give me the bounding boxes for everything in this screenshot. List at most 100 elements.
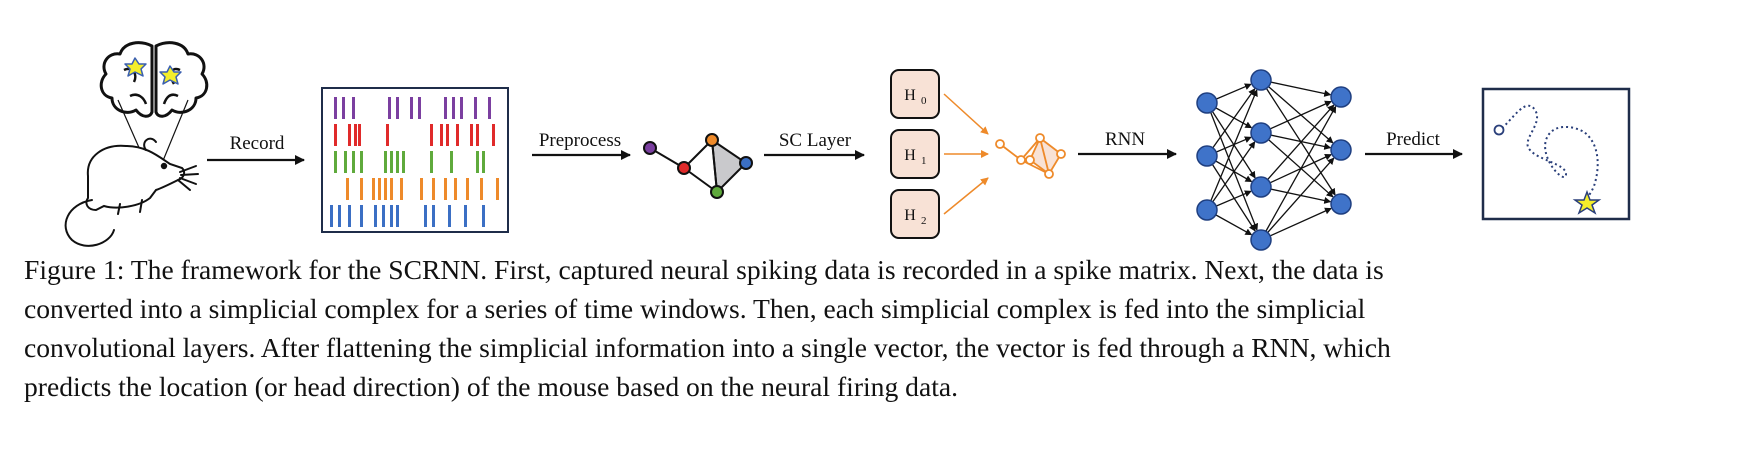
spike-mark xyxy=(354,124,357,146)
spike-mark xyxy=(400,178,403,200)
spike-mark xyxy=(410,97,413,119)
rnn-node xyxy=(1330,139,1352,161)
spike-mark xyxy=(352,97,355,119)
simplicial-complex xyxy=(643,133,753,199)
caption-line: converted into a simplicial complex for … xyxy=(24,293,1366,324)
rnn-edge xyxy=(1260,132,1334,198)
svg-text:H: H xyxy=(904,147,916,164)
rnn-node xyxy=(1250,122,1272,144)
brain-icon xyxy=(99,41,209,118)
rnn-edge xyxy=(1206,89,1258,211)
rnn-edge xyxy=(1260,79,1336,196)
step-label-rnn: RNN xyxy=(1105,129,1145,150)
rnn-edge xyxy=(1206,155,1256,232)
rnn-edge xyxy=(1260,157,1335,241)
spike-mark xyxy=(488,97,491,119)
svg-text:H: H xyxy=(904,87,916,104)
rnn-edge xyxy=(1260,100,1332,134)
spike-mark xyxy=(390,205,393,227)
spike-mark xyxy=(384,178,387,200)
mouse-icon xyxy=(64,137,199,247)
rnn-edge xyxy=(1260,132,1332,150)
spike-mark xyxy=(448,205,451,227)
spike-mark xyxy=(430,124,433,146)
spike-mark xyxy=(330,205,333,227)
spike-mark xyxy=(334,124,337,146)
spike-mark xyxy=(390,151,393,173)
rnn-edge xyxy=(1260,104,1335,188)
spike-mark xyxy=(388,97,391,119)
spike-mark xyxy=(444,97,447,119)
figure-caption: Figure 1: The framework for the SCRNN. F… xyxy=(24,250,1724,406)
rnn-edge xyxy=(1260,79,1332,97)
rnn-edge xyxy=(1206,88,1256,157)
rnn-edge xyxy=(1260,186,1332,204)
spike-mark xyxy=(382,205,385,227)
rnn-edge xyxy=(1260,79,1334,144)
spike-mark xyxy=(384,151,387,173)
spike-mark xyxy=(482,151,485,173)
caption-line: predicts the location (or head direction… xyxy=(24,371,959,402)
spike-mark xyxy=(358,124,361,146)
spike-mark xyxy=(476,124,479,146)
spike-mark xyxy=(492,124,495,146)
spike-mark xyxy=(460,97,463,119)
spike-mark xyxy=(342,97,345,119)
spike-mark xyxy=(466,178,469,200)
spike-mark xyxy=(440,124,443,146)
star-icon xyxy=(1572,189,1602,215)
spike-mark xyxy=(348,205,351,227)
spike-mark xyxy=(482,205,485,227)
spike-mark xyxy=(476,151,479,173)
spike-mark xyxy=(396,205,399,227)
spike-mark xyxy=(456,124,459,146)
spike-mark xyxy=(464,205,467,227)
spike-mark xyxy=(402,151,405,173)
spike-mark xyxy=(424,205,427,227)
caption-line: Figure 1: The framework for the SCRNN. F… xyxy=(24,254,1384,285)
spike-mark xyxy=(334,151,337,173)
spike-mark xyxy=(446,124,449,146)
rnn-node xyxy=(1196,92,1218,114)
rnn-edge xyxy=(1260,207,1332,241)
spike-mark xyxy=(454,178,457,200)
spike-mark xyxy=(372,178,375,200)
rnn-edge xyxy=(1206,141,1256,211)
rnn-node xyxy=(1250,229,1272,251)
spike-mark xyxy=(374,205,377,227)
rnn-node xyxy=(1330,193,1352,215)
spike-mark xyxy=(418,97,421,119)
caption-line: convolutional layers. After flattening t… xyxy=(24,332,1391,363)
spike-mark xyxy=(360,151,363,173)
rnn-node xyxy=(1196,145,1218,167)
step-label-sc-layer: SC Layer xyxy=(779,130,852,151)
spike-mark xyxy=(480,178,483,200)
rnn-edge xyxy=(1206,102,1259,231)
svg-text:2: 2 xyxy=(921,215,927,227)
rnn-edge xyxy=(1260,153,1332,188)
spike-mark xyxy=(386,124,389,146)
spike-mark xyxy=(444,178,447,200)
spike-mark xyxy=(360,178,363,200)
rnn-node xyxy=(1250,176,1272,198)
spike-matrix xyxy=(321,87,509,233)
spike-mark xyxy=(474,97,477,119)
rnn-edge xyxy=(1206,102,1256,179)
prediction-panel xyxy=(1481,87,1631,221)
spike-mark xyxy=(496,178,499,200)
spike-mark xyxy=(420,178,423,200)
spike-mark xyxy=(452,97,455,119)
spike-mark xyxy=(390,178,393,200)
h-box-0: H 0 xyxy=(890,69,940,119)
spike-mark xyxy=(396,151,399,173)
spike-mark xyxy=(360,205,363,227)
spike-mark xyxy=(432,178,435,200)
rnn-node xyxy=(1250,69,1272,91)
step-label-predict: Predict xyxy=(1386,129,1441,150)
framework-figure: Record Preprocess SC Layer H 0 H 1 H 2 xyxy=(64,41,1631,251)
spike-mark xyxy=(396,97,399,119)
step-label-record: Record xyxy=(230,133,285,154)
h-box-2: H 2 xyxy=(890,189,940,239)
spike-mark xyxy=(470,124,473,146)
rnn-node xyxy=(1330,86,1352,108)
